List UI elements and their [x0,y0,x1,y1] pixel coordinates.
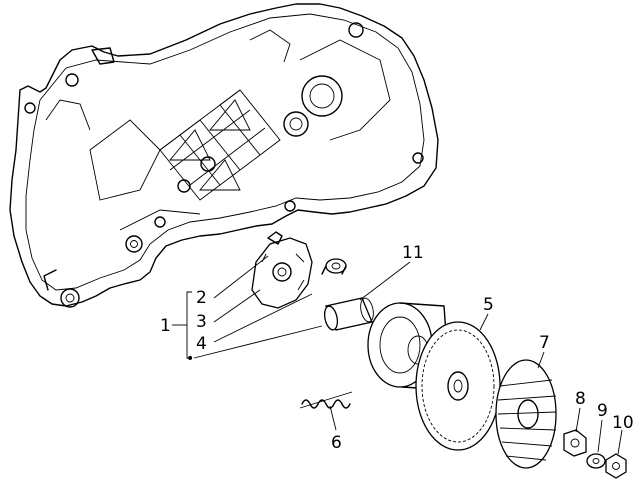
part-6-spring [299,391,353,409]
part-11-sleeve [323,297,374,331]
callout-2: 2 [196,288,207,308]
part-9-washer [586,453,606,469]
part-10-nut [605,453,627,479]
part-3-pulley-plate [251,237,313,309]
callout-4: 4 [196,334,207,354]
part-5-ring-gear [415,321,501,451]
callout-labels: 1 2 3 4 5 6 7 8 9 10 11 • [160,243,634,453]
callout-5: 5 [483,295,494,315]
part-7-fan [495,359,557,469]
callout-7: 7 [539,333,550,353]
part-2-clip [267,231,283,245]
callout-1: 1 [160,316,171,336]
callout-dot: • [186,351,194,367]
callout-3: 3 [196,312,207,332]
callout-10: 10 [612,413,634,433]
callout-11: 11 [402,243,424,263]
part-8-hub [563,429,587,457]
crankcase-cover [9,3,439,308]
bushing [321,258,347,275]
leader-lines [172,255,623,455]
callout-9: 9 [597,401,608,421]
callout-8: 8 [575,389,586,409]
callout-6: 6 [331,433,342,453]
